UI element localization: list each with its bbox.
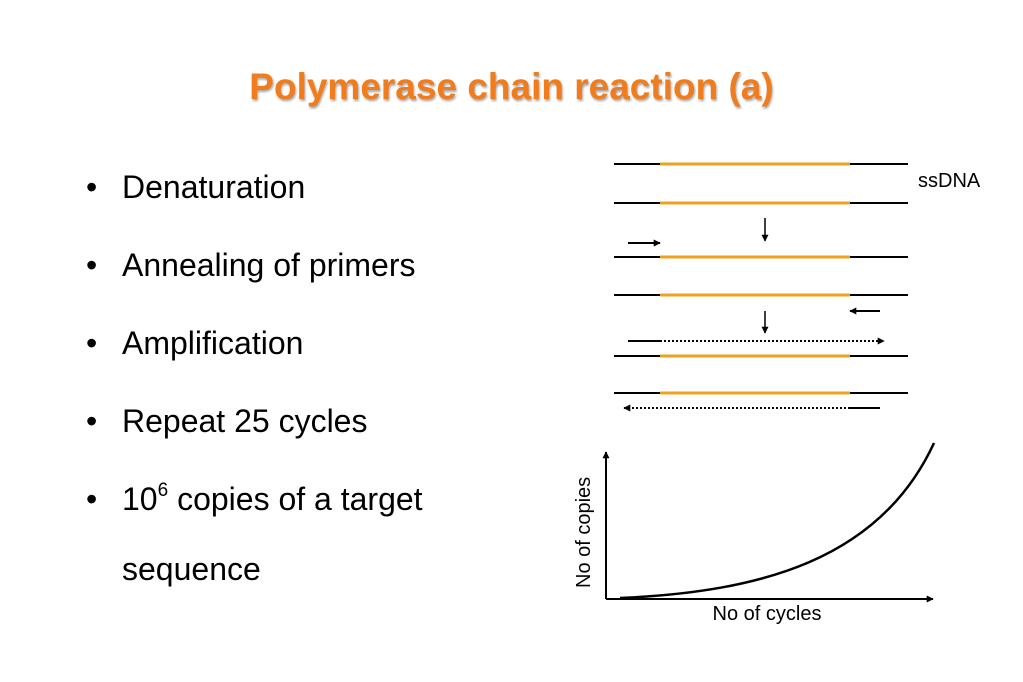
bullet-text: Denaturation <box>122 169 306 205</box>
bullet-marker: • <box>86 403 98 439</box>
bullet-item-denaturation: • Denaturation <box>86 168 526 206</box>
bullet-text-rest: copies of a target sequence <box>122 481 423 587</box>
bullet-marker: • <box>86 481 98 517</box>
bullet-text-base: 10 <box>122 481 158 517</box>
amplification-step <box>614 337 908 412</box>
x-axis-label: No of cycles <box>713 603 822 625</box>
bullet-text: Annealing of primers <box>122 247 416 283</box>
growth-curve <box>619 442 936 600</box>
bullet-item-copies: • 106 copies of a target sequence <box>86 464 526 604</box>
bullet-text: Amplification <box>122 325 304 361</box>
bullet-item-repeat: • Repeat 25 cycles <box>86 402 526 440</box>
bullet-text-exponent: 6 <box>157 480 169 501</box>
bullet-list: • Denaturation • Annealing of primers • … <box>86 168 526 644</box>
bullet-marker: • <box>86 169 98 205</box>
y-axis-label: No of copies <box>573 477 595 588</box>
bullet-item-amplification: • Amplification <box>86 324 526 362</box>
growth-graph: No of copies No of cycles <box>573 442 936 625</box>
bullet-marker: • <box>86 247 98 283</box>
bullet-item-annealing: • Annealing of primers <box>86 246 526 284</box>
ds-strand-pair-1 <box>614 162 908 205</box>
slide-title: Polymerase chain reaction (a) <box>249 66 774 107</box>
ssdna-label: ssDNA <box>918 170 981 192</box>
annealing-step <box>614 239 908 315</box>
bullet-marker: • <box>86 325 98 361</box>
bullet-text: Repeat 25 cycles <box>122 403 368 439</box>
